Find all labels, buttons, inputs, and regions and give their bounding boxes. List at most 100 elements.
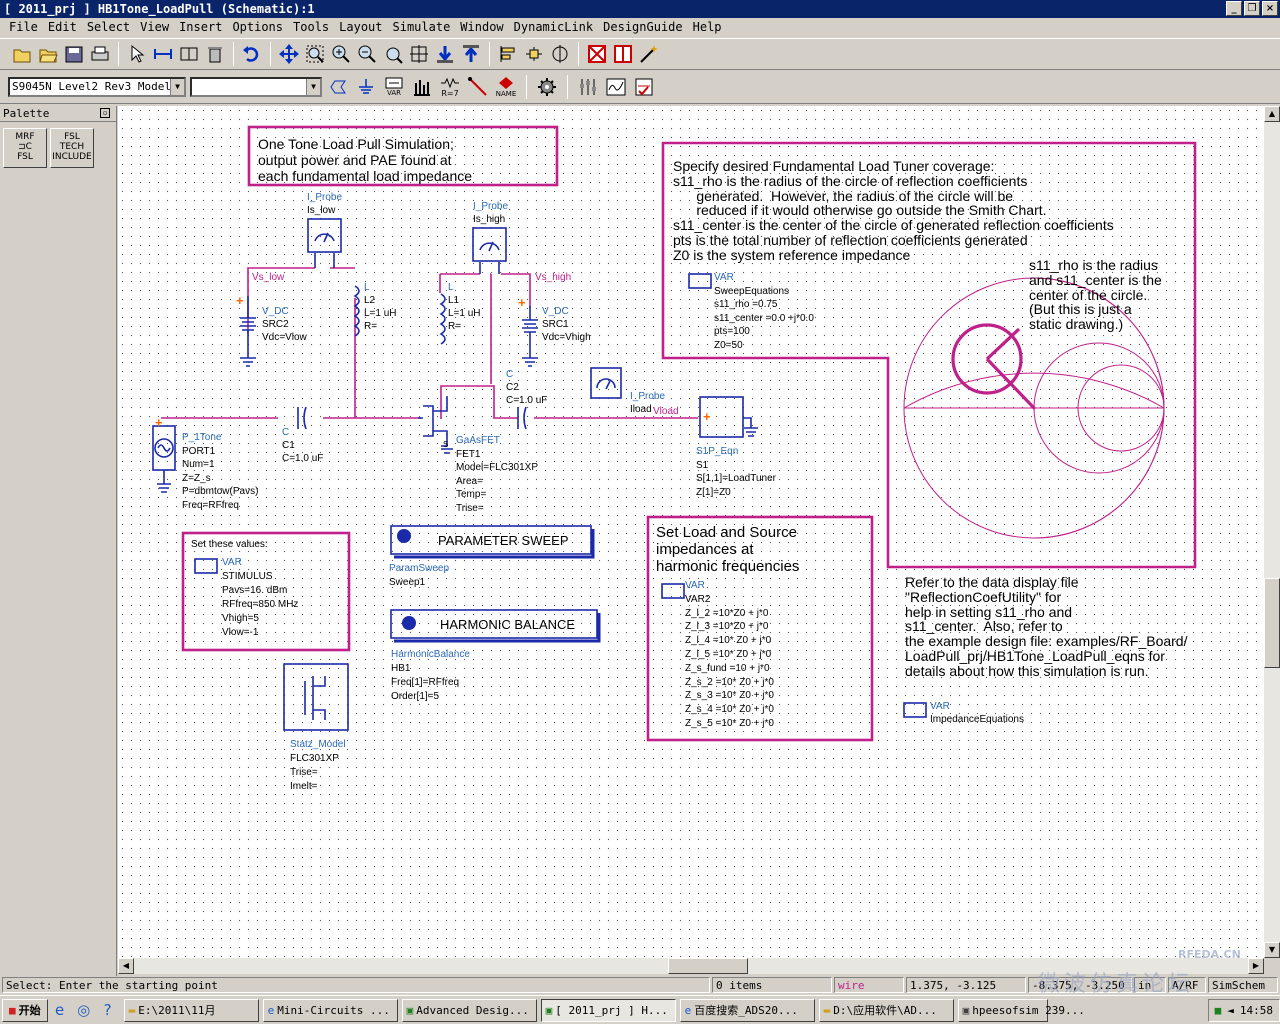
horizontal-scrollbar[interactable]: ◀ ▶ (118, 958, 1264, 974)
menu-tools[interactable]: Tools (293, 20, 330, 34)
wire-icon[interactable] (522, 42, 546, 66)
resistor-value-icon[interactable]: R=7 (438, 75, 462, 99)
scroll-up-icon[interactable]: ▲ (1264, 106, 1280, 122)
menu-file[interactable]: File (9, 20, 38, 34)
meter-icon (314, 232, 335, 243)
task-explorer-2011[interactable]: ▬E:\2011\11月 (123, 998, 259, 1022)
schematic-canvas[interactable]: + + + + One Tone Load Pull Simulation; o… (118, 106, 1264, 958)
push-into-hierarchy-icon[interactable] (433, 42, 457, 66)
tuning-icon[interactable] (576, 75, 600, 99)
chevron-down-icon[interactable]: ▼ (170, 79, 184, 95)
menu-dynamiclink[interactable]: DynamicLink (513, 20, 594, 34)
minimize-button[interactable]: _ (1226, 1, 1242, 16)
menu-window[interactable]: Window (460, 20, 504, 34)
close-button[interactable]: × (1262, 1, 1278, 16)
network-icon[interactable]: ■ (1214, 1003, 1222, 1017)
c1-name: C1 (282, 440, 295, 451)
open-icon[interactable] (36, 42, 60, 66)
menu-options[interactable]: Options (232, 20, 284, 34)
var2-zs2: Z_s_2 =10* Z0 + j*0 (685, 676, 774, 688)
help-icon[interactable]: ? (103, 1001, 112, 1019)
zoom-in-icon[interactable] (329, 42, 353, 66)
status-bar: Select: Enter the starting point 0 items… (0, 976, 1280, 994)
task-label: [ 2011_prj ] H... (555, 1003, 668, 1017)
task-explorer-apps[interactable]: ▬D:\应用软件\AD... (818, 998, 954, 1022)
stimulus-rffreq: RFfreq=850 MHz (222, 599, 299, 610)
component-toolbar: S9045N Level2 Rev3 Model▼ ▼ VAR R=7 NAME (0, 71, 1280, 104)
scroll-down-icon[interactable]: ▼ (1264, 942, 1280, 958)
view-all-icon[interactable] (407, 42, 431, 66)
zoom-area-icon[interactable] (303, 42, 327, 66)
main-toolbar (0, 38, 1280, 70)
var-icon[interactable]: VAR (382, 75, 406, 99)
menu-insert[interactable]: Insert (179, 20, 223, 34)
zoom-point-icon[interactable] (381, 42, 405, 66)
component-combo[interactable]: ▼ (190, 77, 322, 97)
chevron-down-icon[interactable]: ▼ (306, 79, 320, 95)
simulate-gear-icon[interactable] (535, 75, 559, 99)
pin-icon[interactable]: ▫ (100, 108, 110, 118)
ground-icon[interactable] (354, 75, 378, 99)
data-display-icon[interactable] (604, 75, 628, 99)
vertical-scroll-thumb[interactable] (1264, 578, 1280, 668)
magic-wand-icon[interactable] (637, 42, 661, 66)
maximize-button[interactable]: ❐ (1244, 1, 1260, 16)
parameter-sweep-icon[interactable] (410, 75, 434, 99)
print-icon[interactable] (88, 42, 112, 66)
start-button[interactable]: ■开始 (2, 998, 48, 1022)
component-icon[interactable] (548, 42, 572, 66)
var-icon (661, 583, 685, 599)
menu-designguide[interactable]: DesignGuide (603, 20, 683, 34)
vertical-scrollbar[interactable]: ▲ ▼ (1264, 106, 1280, 958)
ie-icon[interactable]: e (55, 1001, 65, 1019)
design-check-icon[interactable] (632, 75, 656, 99)
menu-select[interactable]: Select (86, 20, 131, 34)
short-icon[interactable] (611, 42, 635, 66)
s1p-type: S1P_Eqn (696, 446, 739, 457)
outlook-icon[interactable]: ◎ (77, 1001, 91, 1019)
save-icon[interactable] (62, 42, 86, 66)
name-icon[interactable]: NAME (494, 75, 518, 99)
delete-icon[interactable] (203, 42, 227, 66)
library-combo[interactable]: S9045N Level2 Rev3 Model▼ (8, 77, 186, 97)
task-hpeesofsim[interactable]: ▣hpeesofsim 239... (957, 998, 1085, 1022)
palette-item-mrf-fsl[interactable]: MRF ⊐C FSL (3, 128, 47, 168)
zoom-out-icon[interactable] (355, 42, 379, 66)
insert-wire-icon[interactable] (466, 75, 490, 99)
port-icon[interactable] (326, 75, 350, 99)
horizontal-scroll-thumb[interactable] (668, 958, 748, 974)
fet1-type: GaAsFET (456, 435, 500, 446)
capacitor-c2 (517, 406, 527, 430)
menu-edit[interactable]: Edit (47, 20, 77, 34)
volume-icon[interactable]: ◄ (1227, 1003, 1234, 1017)
browser-icon: e (684, 1003, 692, 1017)
stimulus-note: Set these values: (191, 539, 268, 550)
name-label: NAME (495, 90, 517, 98)
select-pointer-icon[interactable] (125, 42, 149, 66)
pop-out-hierarchy-icon[interactable] (459, 42, 483, 66)
deactivate-icon[interactable] (585, 42, 609, 66)
undo-icon[interactable] (240, 42, 264, 66)
task-advanced-design[interactable]: ▣Advanced Desig... (401, 998, 537, 1022)
palette-item-mrf-fsl-label: MRF ⊐C FSL (15, 132, 35, 162)
align-icon[interactable] (496, 42, 520, 66)
panel-shadow (394, 613, 601, 643)
resistor-value-label: R=7 (441, 88, 459, 98)
scroll-right-icon[interactable]: ▶ (1248, 958, 1264, 974)
move-icon[interactable] (151, 42, 175, 66)
menu-simulate[interactable]: Simulate (392, 20, 451, 34)
fet1-temp: Temp= (456, 489, 487, 500)
scroll-left-icon[interactable]: ◀ (118, 958, 134, 974)
new-icon[interactable] (10, 42, 34, 66)
menu-help[interactable]: Help (692, 20, 722, 34)
menu-view[interactable]: View (140, 20, 170, 34)
pan-icon[interactable] (277, 42, 301, 66)
current-probe-load (590, 367, 622, 399)
palette-item-fsl-tech-include[interactable]: FSL TECH INCLUDE (50, 128, 94, 168)
copy-icon[interactable] (177, 42, 201, 66)
menu-layout[interactable]: Layout (339, 20, 383, 34)
meter-icon (596, 378, 616, 390)
task-schematic[interactable]: ▣[ 2011_prj ] H... (540, 998, 676, 1022)
